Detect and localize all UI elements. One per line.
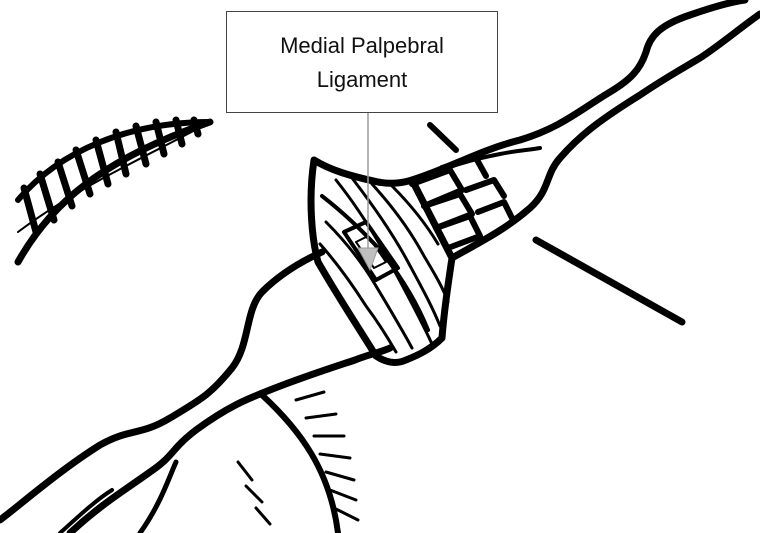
- band-right-lower-edge: [452, 14, 760, 258]
- upper-tick: [430, 125, 456, 150]
- ligament-label: Medial Palpebral Ligament: [280, 27, 444, 97]
- lower-tick: [536, 240, 682, 322]
- label-callout-box: Medial Palpebral Ligament: [226, 11, 498, 113]
- ligament-body: [311, 160, 452, 363]
- lower-eyelid: [238, 392, 358, 533]
- lower-eyelashes: [238, 392, 358, 524]
- upper-eyelid: [18, 120, 210, 262]
